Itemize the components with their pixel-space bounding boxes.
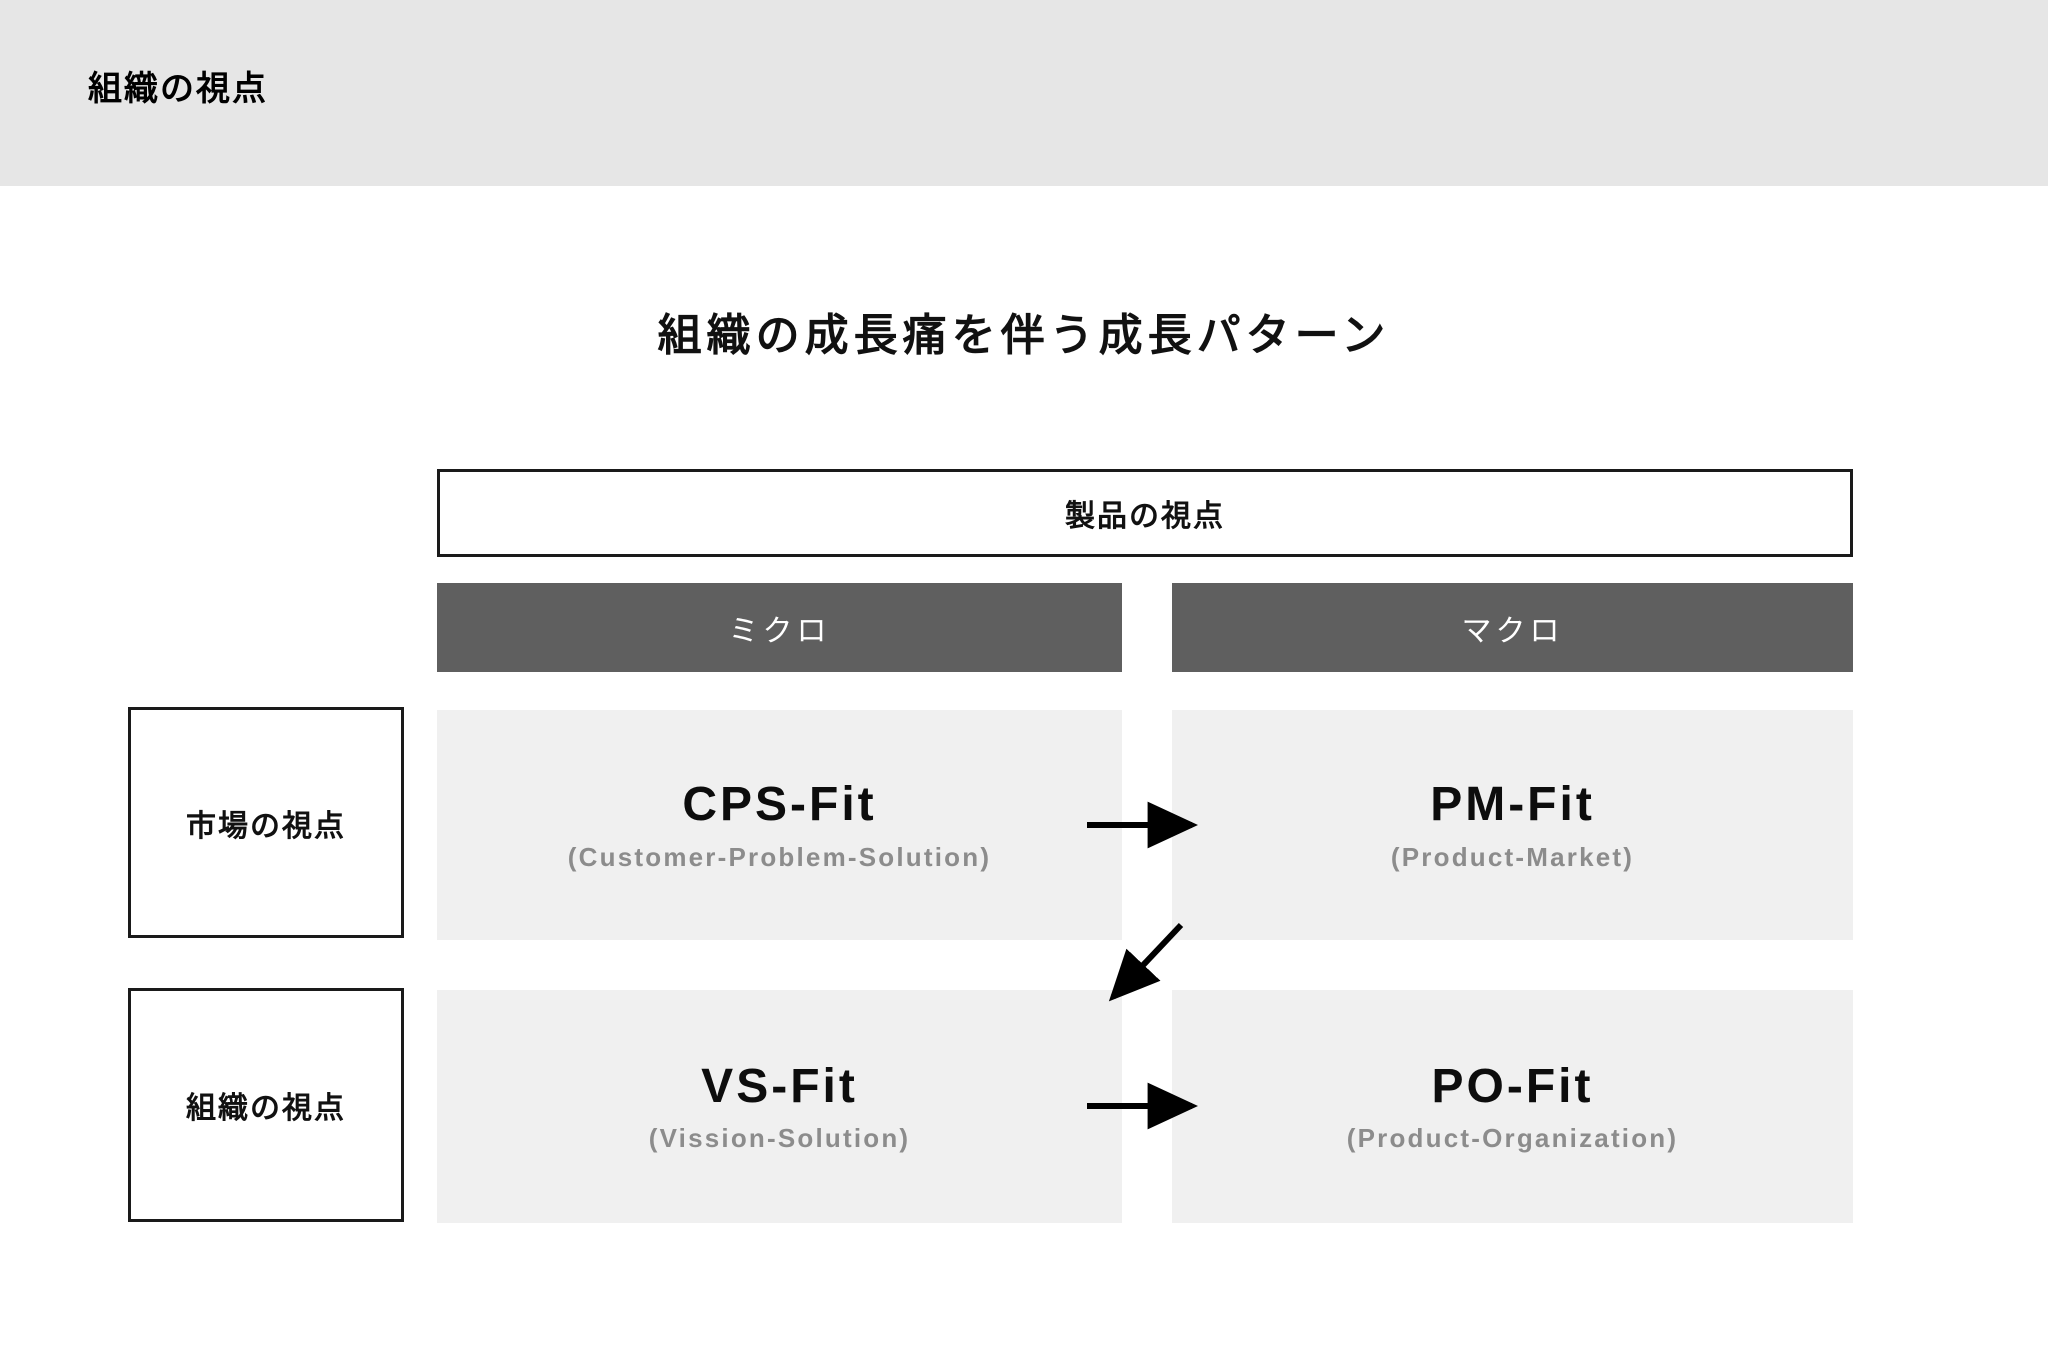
column-header-micro: ミクロ — [437, 583, 1122, 672]
header-band: 組織の視点 — [0, 0, 2048, 186]
cell-pm-fit: PM-Fit (Product-Market) — [1172, 710, 1853, 940]
cell-cps-fit-subtitle: (Customer-Problem-Solution) — [567, 841, 992, 872]
column-header-macro-label: マクロ — [1461, 614, 1564, 648]
column-header-macro: マクロ — [1172, 583, 1853, 672]
row-label-market: 市場の視点 — [128, 707, 404, 938]
cell-cps-fit: CPS-Fit (Customer-Problem-Solution) — [437, 710, 1122, 940]
row-label-organization: 組織の視点 — [128, 988, 404, 1222]
product-axis-header: 製品の視点 — [437, 469, 1853, 557]
cell-pm-fit-name: PM-Fit — [1430, 778, 1595, 832]
slide-body: 組織の成長痛を伴う成長パターン 製品の視点 ミクロ マクロ 市場の視点 組織の視… — [0, 186, 2048, 1365]
column-header-micro-label: ミクロ — [728, 614, 831, 648]
cell-pm-fit-subtitle: (Product-Market) — [1390, 841, 1635, 872]
header-title: 組織の視点 — [88, 70, 268, 108]
product-axis-label: 製品の視点 — [1065, 500, 1225, 533]
cell-cps-fit-name: CPS-Fit — [682, 778, 877, 832]
arrow-pm-to-vs — [1108, 922, 1184, 1002]
cell-vs-fit-name: VS-Fit — [701, 1059, 858, 1113]
cell-vs-fit-subtitle: (Vission-Solution) — [648, 1123, 911, 1154]
cell-po-fit: PO-Fit (Product-Organization) — [1172, 990, 1853, 1223]
row-label-organization-text: 組織の視点 — [186, 1092, 346, 1125]
cell-po-fit-name: PO-Fit — [1431, 1059, 1594, 1113]
cell-po-fit-subtitle: (Product-Organization) — [1346, 1123, 1679, 1154]
page-title: 組織の成長痛を伴う成長パターン — [657, 311, 1391, 360]
row-label-market-text: 市場の視点 — [186, 809, 346, 843]
cell-vs-fit: VS-Fit (Vission-Solution) — [437, 990, 1122, 1223]
